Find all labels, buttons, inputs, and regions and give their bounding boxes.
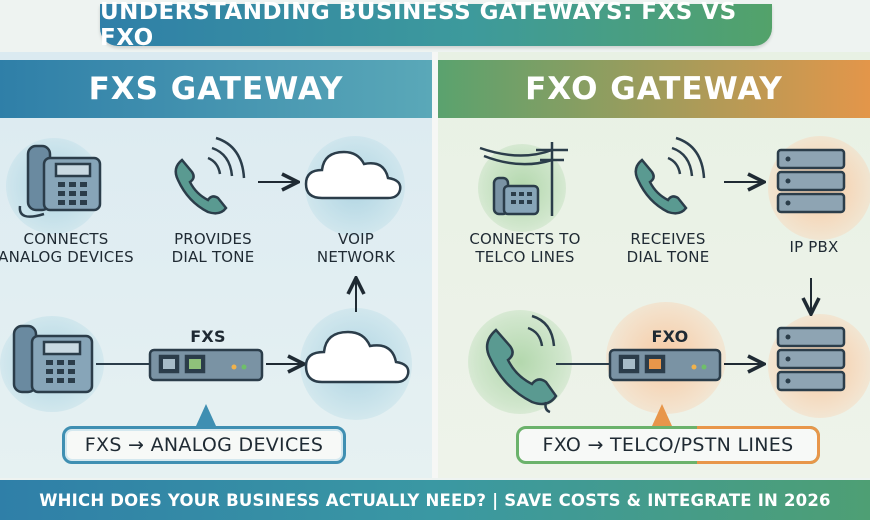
fxo-label-telco: CONNECTS TO TELCO LINES <box>469 230 581 266</box>
fxs-device-label: FXS <box>190 327 226 346</box>
fxs-callout: FXS → ANALOG DEVICES <box>62 426 346 464</box>
desk-phone-icon <box>18 144 102 218</box>
fxs-label-analog: CONNECTS ANALOG DEVICES <box>0 230 134 266</box>
phone-handset-icon <box>174 136 246 215</box>
fxo-label-pbx: IP PBX <box>789 238 839 256</box>
fxs-label-voip: VOIP NETWORK <box>316 230 396 266</box>
fxo-device-label: FXO <box>651 327 689 346</box>
panel-divider <box>432 52 438 478</box>
gateway-device-icon <box>148 348 264 382</box>
callout-pointer <box>652 404 672 426</box>
phone-handset-icon <box>485 314 558 414</box>
fxo-callout: FXO → TELCO/PSTN LINES <box>516 426 820 464</box>
fxs-panel-header: FXS GATEWAY <box>0 60 432 118</box>
telephone-pole-icon <box>479 142 568 216</box>
footer-banner: WHICH DOES YOUR BUSINESS ACTUALLY NEED? … <box>0 480 870 520</box>
server-rack-icon <box>776 326 846 392</box>
desk-phone-icon <box>12 324 94 394</box>
desk-phone-icon <box>492 176 540 216</box>
cloud-icon <box>304 150 402 200</box>
phone-handset-icon <box>634 136 706 215</box>
server-rack-icon <box>776 148 846 214</box>
fxo-panel-header: FXO GATEWAY <box>438 60 870 118</box>
fxo-label-dialtone: RECEIVES DIAL TONE <box>626 230 710 266</box>
page-title: UNDERSTANDING BUSINESS GATEWAYS: FXS VS … <box>100 0 772 51</box>
gateway-device-icon <box>608 348 722 382</box>
fxs-label-dialtone: PROVIDES DIAL TONE <box>171 230 255 266</box>
cloud-icon <box>304 330 410 384</box>
callout-pointer <box>196 404 216 426</box>
